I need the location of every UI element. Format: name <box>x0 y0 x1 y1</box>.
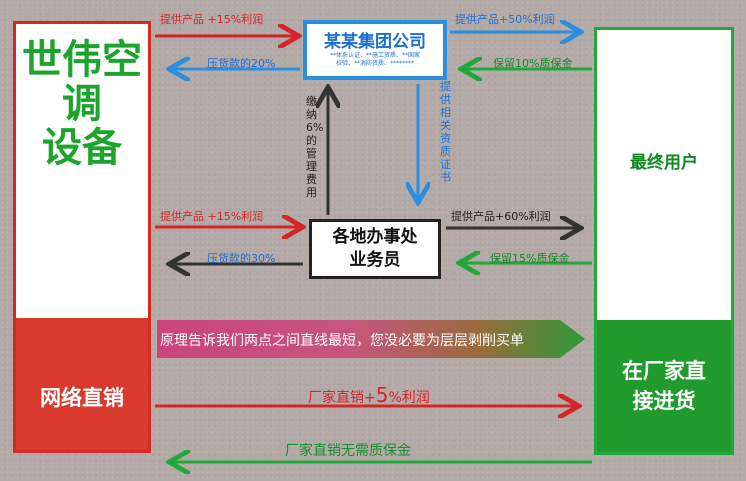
right-label-line-1: 在厂家直 <box>622 359 706 383</box>
label-certificates: 提供相关资质证书 <box>440 80 451 184</box>
office-name: 各地办事处 业务员 <box>309 226 441 272</box>
no-deposit-label: 厂家直销无需质保金 <box>285 443 411 459</box>
left-supplier-title: 世伟空调 设备 <box>13 38 151 170</box>
left-online-sales-panel <box>16 318 148 450</box>
right-direct-purchase-label: 在厂家直 接进货 <box>597 356 731 416</box>
label-top-left-supply: 提供产品 +15%利润 <box>160 13 264 26</box>
company-note-line-2: 校验、**消防资质、******** <box>335 60 414 67</box>
company-box <box>303 20 447 80</box>
label-top-left-payment: 压货款的20% <box>207 57 276 70</box>
label-mid-left-supply: 提供产品 +15%利润 <box>160 210 264 223</box>
label-top-right-supply: 提供产品+50%利润 <box>455 13 555 26</box>
right-direct-purchase-panel <box>597 320 731 452</box>
principle-gradient-arrow <box>157 320 585 358</box>
right-label-line-2: 接进货 <box>632 389 696 413</box>
right-end-user-title: 最终用户 <box>630 153 698 173</box>
principle-text: 原理告诉我们两点之间直线最短，您没必要为层层剥削买单 <box>160 333 524 349</box>
left-title-line-1: 世伟空调 <box>22 37 142 127</box>
company-qualifications: **体系认证、**施工资质、**国家 校验、**消防资质、******** <box>310 52 440 68</box>
office-box <box>309 219 441 279</box>
label-top-right-deposit: 保留10%质保金 <box>493 57 573 70</box>
office-line-2: 业务员 <box>349 250 401 270</box>
direct-percent-number: 5 <box>375 383 389 407</box>
direct-suffix: %利润 <box>388 390 430 406</box>
label-mid-right-supply: 提供产品+60%利润 <box>451 210 551 223</box>
office-line-1: 各地办事处 <box>332 227 418 247</box>
company-name: 某某集团公司 <box>324 32 426 52</box>
direct-sales-label: 厂家直销+5%利润 <box>308 383 430 407</box>
label-mid-right-deposit: 保留15%质保金 <box>490 252 570 265</box>
left-title-line-2: 设备 <box>42 125 122 171</box>
left-online-sales-label: 网络直销 <box>40 386 124 410</box>
label-management-fee: 缴纳6%的管理费用 <box>306 95 324 199</box>
label-mid-left-payment: 压货款的30% <box>207 252 276 265</box>
company-note-line-1: **体系认证、**施工资质、**国家 <box>329 52 420 59</box>
direct-prefix: 厂家直销+ <box>308 390 376 406</box>
